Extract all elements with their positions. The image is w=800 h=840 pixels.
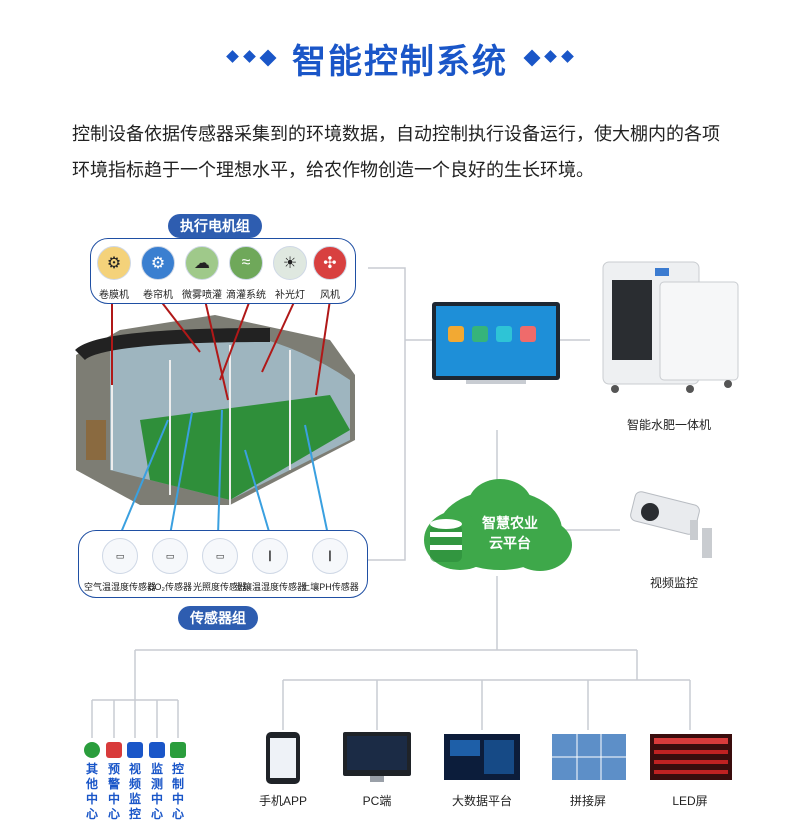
control-screen <box>432 302 560 384</box>
sensor-label: 光照度传感器 <box>192 582 247 592</box>
center-other[interactable]: 其他中心 <box>81 742 103 822</box>
fan-icon: ✣ <box>313 246 347 280</box>
alarm-icon <box>106 742 122 758</box>
air-sensor-icon: ▭ <box>102 538 138 574</box>
actuator-label: 滴灌系统 <box>226 290 266 301</box>
film-roller-icon: ⚙ <box>97 246 131 280</box>
actuator-film-roller: ⚙ 卷膜机 <box>87 246 141 301</box>
page-title: 智能控制系统 <box>292 42 508 81</box>
light-sensor-icon: ▭ <box>202 538 238 574</box>
link-greenhouse-cloud <box>368 267 406 561</box>
actuator-group-box <box>90 238 356 304</box>
pc-device <box>343 732 411 782</box>
center-monitor[interactable]: 监测中心 <box>146 742 168 822</box>
center-control[interactable]: 控制中心 <box>167 742 189 822</box>
cloud-platform <box>424 479 572 571</box>
sensor-label: 土壤温湿度传感器 <box>234 582 307 592</box>
sensor-soil: ┃ 土壤温湿度传感器 <box>234 538 306 593</box>
videowall-device <box>552 734 626 780</box>
center-label: 其他中心 <box>85 762 98 821</box>
soil-sensor-icon: ┃ <box>252 538 288 574</box>
curtain-motor-icon: ⚙ <box>141 246 175 280</box>
sensor-label: CO₂传感器 <box>148 582 192 592</box>
greenhouse-illustration <box>75 315 355 505</box>
display-led-label: LED屏 <box>672 794 708 808</box>
actuator-grow-light: ☀ 补光灯 <box>263 246 317 301</box>
display-pc-label: PC端 <box>362 794 392 808</box>
center-label: 监测中心 <box>150 762 163 821</box>
phone-device <box>266 732 300 784</box>
sensor-group-label: 传感器组 <box>178 606 258 630</box>
monitor-icon <box>149 742 165 758</box>
sensor-light: ▭ 光照度传感器 <box>184 538 256 593</box>
center-label: 预警中心 <box>107 762 120 821</box>
center-warning[interactable]: 预警中心 <box>103 742 125 822</box>
mist-spray-icon: ☁ <box>185 246 219 280</box>
display-phone-label: 手机APP <box>258 794 307 808</box>
actuator-curtain-motor: ⚙ 卷帘机 <box>131 246 185 301</box>
center-label: 视频监控 <box>128 762 141 821</box>
display-bigdata-label: 大数据平台 <box>451 794 512 808</box>
cloud-label-line1: 智慧农业 <box>482 515 538 531</box>
actuator-group-label: 执行电机组 <box>168 214 262 238</box>
actuator-label: 卷帘机 <box>143 290 173 301</box>
drip-irrigation-icon: ≈ <box>229 246 263 280</box>
bigdata-device <box>444 734 520 780</box>
actuator-fan: ✣ 风机 <box>303 246 357 301</box>
grow-light-icon: ☀ <box>273 246 307 280</box>
center-label: 控制中心 <box>171 762 184 821</box>
display-videowall-label: 拼接屏 <box>569 794 606 808</box>
camera-icon <box>127 742 143 758</box>
sensor-ph: ┃ 土壤PH传感器 <box>294 538 366 593</box>
actuator-label: 风机 <box>320 290 340 301</box>
intro-paragraph: 控制设备依据传感器采集到的环境数据，自动控制执行设备运行，使大棚内的各项环境指标… <box>72 124 720 180</box>
camera-device <box>630 491 712 558</box>
center-video[interactable]: 视频监控 <box>124 742 146 822</box>
actuator-mist-spray: ☁ 微雾喷灌 <box>175 246 229 301</box>
ph-sensor-icon: ┃ <box>312 538 348 574</box>
actuator-label: 卷膜机 <box>99 290 129 301</box>
led-device <box>650 734 732 780</box>
fertigation-machine <box>602 261 739 393</box>
cloud-label-line2: 云平台 <box>489 535 531 551</box>
sensor-air: ▭ 空气温湿度传感器 <box>84 538 156 593</box>
sensor-label: 土壤PH传感器 <box>301 582 359 592</box>
actuator-label: 微雾喷灌 <box>182 290 222 301</box>
sensor-co2: ▭ CO₂传感器 <box>134 538 206 593</box>
actuator-label: 补光灯 <box>275 290 305 301</box>
camera-label: 视频监控 <box>649 576 698 590</box>
gear-icon <box>84 742 100 758</box>
sliders-icon <box>170 742 186 758</box>
sensor-label: 空气温湿度传感器 <box>84 582 157 592</box>
co2-sensor-icon: ▭ <box>152 538 188 574</box>
actuator-drip-irrigation: ≈ 滴灌系统 <box>219 246 273 301</box>
fertigation-label: 智能水肥一体机 <box>626 418 711 432</box>
title-row: 智能控制系统 <box>0 36 800 81</box>
